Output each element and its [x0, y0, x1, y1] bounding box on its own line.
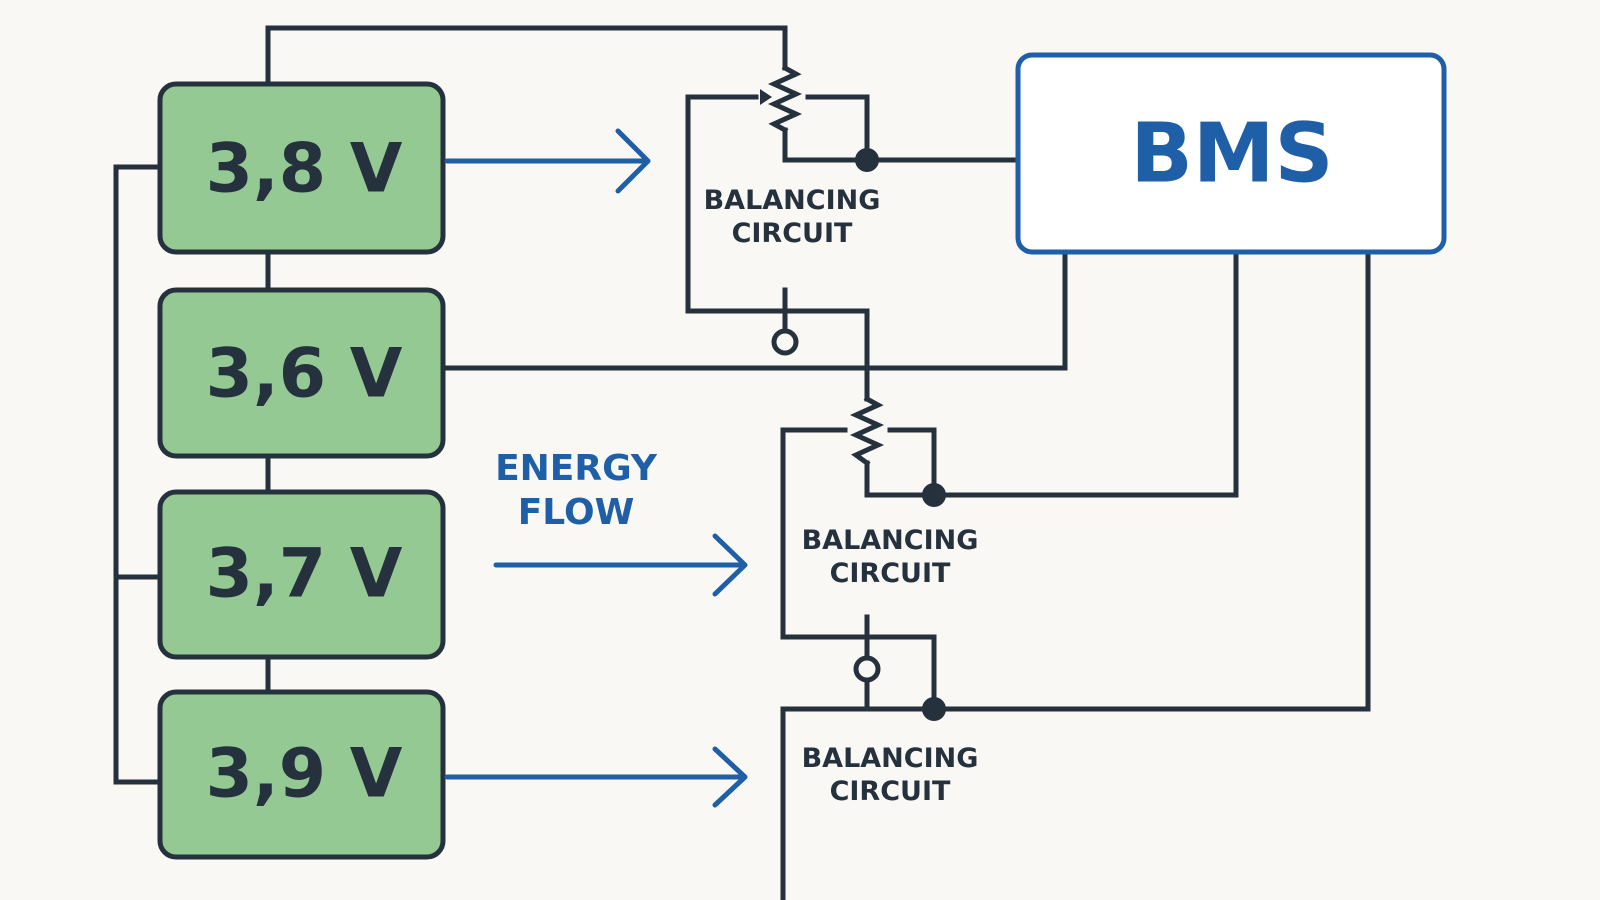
wire-circuit3-to-bms	[780, 249, 1371, 900]
cell-voltage-label: 3,7 V	[206, 535, 403, 614]
battery-cell: 3,7 V	[157, 489, 446, 660]
junction-node	[922, 697, 946, 721]
resistor-icon	[767, 64, 803, 134]
balancing-circuit-1-label-line1: BALANCING	[704, 185, 881, 216]
cell-voltage-label: 3,9 V	[206, 735, 403, 814]
cell-voltage-label: 3,8 V	[206, 130, 403, 209]
wire-top-loop	[265, 25, 788, 87]
bms-label: BMS	[1130, 107, 1333, 202]
wire-circuit1-resistor-bottom	[782, 127, 1021, 163]
wire-circuit1-loop	[685, 94, 870, 402]
energy-flow-arrow-icon	[444, 746, 748, 808]
wire-cell2-to-bms	[441, 249, 1068, 371]
energy-flow-label-line1: ENERGY	[495, 448, 658, 489]
cell-box	[157, 689, 446, 860]
wire-circuit2-bypass	[887, 427, 937, 498]
junction-node	[855, 148, 879, 172]
bms-box	[1015, 52, 1447, 255]
battery-cell: 3,8 V	[157, 81, 446, 255]
switch-terminal	[771, 328, 799, 356]
energy-flow-arrow-icon	[444, 128, 651, 194]
cell-box	[157, 287, 446, 459]
wire-circuit2-loop	[780, 427, 937, 709]
wiring	[113, 25, 1371, 900]
energy-flow-label-line2: FLOW	[518, 492, 635, 533]
wire-circuit2-resistor-bottom	[864, 249, 1239, 498]
battery-cell: 3,9 V	[157, 689, 446, 860]
battery-cell: 3,6 V	[157, 287, 446, 459]
bms-unit: BMS	[1015, 52, 1447, 255]
cell-voltage-label: 3,6 V	[206, 335, 403, 414]
arrowhead-icon	[760, 89, 772, 105]
cell-box	[157, 81, 446, 255]
junction-node	[922, 483, 946, 507]
resistor-icon	[849, 395, 885, 467]
balancing-circuit-2-label-line1: BALANCING	[802, 525, 979, 556]
energy-flow-arrow-icon	[493, 533, 748, 597]
cell-box	[157, 489, 446, 660]
wire-circuit1-bypass	[805, 94, 870, 163]
balancing-circuit-2-label-line2: CIRCUIT	[830, 558, 951, 589]
wire-left-bus	[113, 164, 163, 785]
switch-terminal	[853, 655, 881, 683]
balancing-circuit-3-label-line1: BALANCING	[802, 743, 979, 774]
balancing-circuit-3-label-line2: CIRCUIT	[830, 776, 951, 807]
balancing-circuit-1-label-line2: CIRCUIT	[732, 218, 853, 249]
